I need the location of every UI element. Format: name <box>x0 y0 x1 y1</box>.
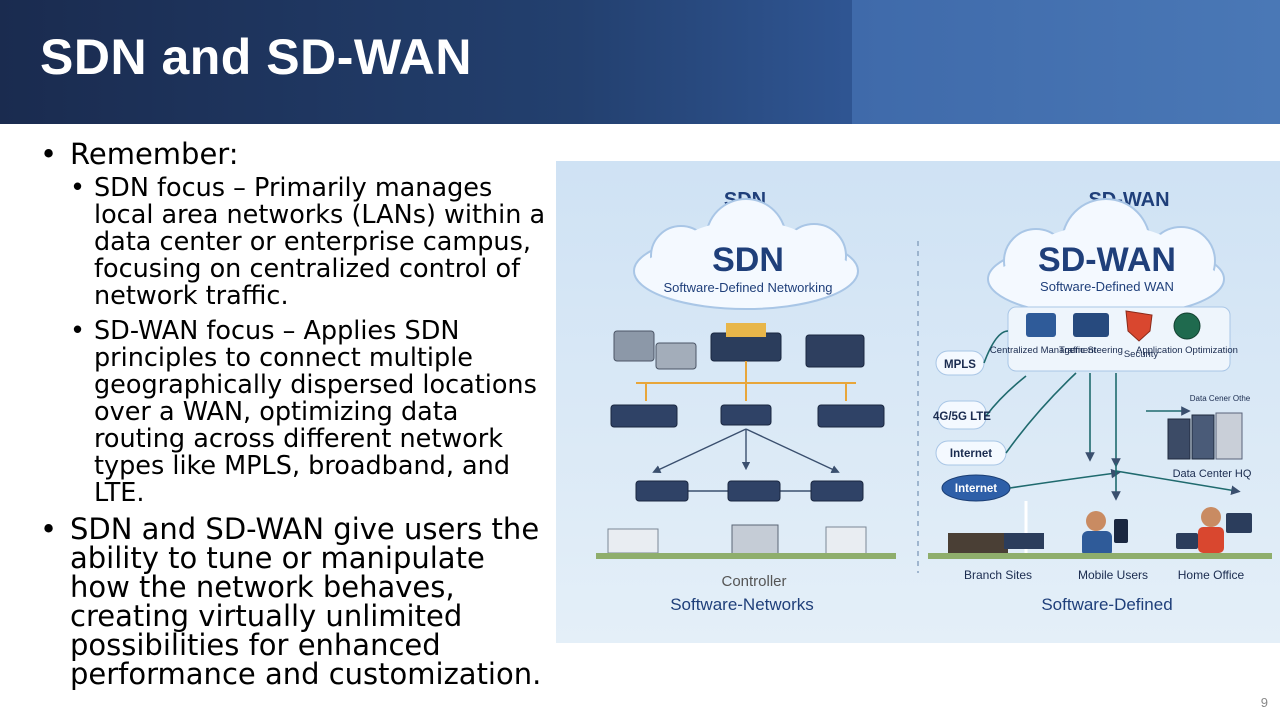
sdwan-feature-label: Centralized Management <box>990 345 1097 356</box>
sdn-campus-buildings <box>596 524 896 559</box>
centralized-management-icon <box>1026 313 1056 337</box>
sdwan-cloud-title: SD-WAN <box>1038 241 1176 279</box>
sdwan-ground <box>928 553 1272 559</box>
sdwan-link-label: Internet <box>950 448 992 460</box>
sdwan-cloud <box>987 198 1225 318</box>
sdn-cloud-title: SDN <box>712 241 784 279</box>
mobile-user-illustration <box>1082 511 1128 557</box>
bullet-summary: SDN and SD-WAN give users the ability to… <box>36 515 548 689</box>
sdn-sdwan-illustration: SDN SDN Software-Defined Networking <box>556 161 1280 643</box>
sdn-datacenter-servers <box>613 323 865 370</box>
bullet-sdn-focus: SDN focus – Primarily manages local area… <box>70 175 548 310</box>
sdwan-link-label: 4G/5G LTE <box>933 411 991 423</box>
sdwan-links <box>983 330 1241 501</box>
sdwan-feature-label: Traffic Steering <box>1059 345 1123 356</box>
sdn-switch-row <box>610 404 885 428</box>
sdn-flow-arrows <box>636 361 856 401</box>
branch-site-illustration <box>948 501 1044 553</box>
sdwan-datacenter-servers <box>1167 412 1243 460</box>
data-center-small-label: Data Cener Othe <box>1190 394 1251 403</box>
sdwan-feature-label: Security <box>1124 349 1159 360</box>
sdwan-link-label: MPLS <box>944 359 976 371</box>
application-optimization-icon <box>1173 312 1201 340</box>
home-office-illustration <box>1176 507 1252 553</box>
security-shield-icon <box>1125 310 1153 342</box>
title-bar: SDN and SD-WAN <box>0 0 1280 124</box>
sdwan-site-label: Mobile Users <box>1078 568 1148 582</box>
sdn-cloud <box>633 198 859 310</box>
traffic-steering-icon <box>1073 313 1109 337</box>
page-number: 9 <box>1260 695 1268 710</box>
sdwan-feature-label: Application Optimization <box>1136 345 1238 356</box>
bullet-sdwan-focus: SD-WAN focus – Applies SDN principles to… <box>70 318 548 507</box>
bullet-remember: Remember: SDN focus – Primarily manages … <box>36 140 548 507</box>
slide-title: SDN and SD-WAN <box>40 29 472 85</box>
sdn-footer: Software-Networks <box>670 595 814 614</box>
bullet-remember-text: Remember: <box>70 137 239 171</box>
sdwan-link-badges <box>935 350 1011 502</box>
sdwan-link-label: Internet <box>955 483 997 495</box>
sdwan-site-label: Home Office <box>1178 568 1245 582</box>
sdn-router-row <box>635 480 864 502</box>
sdn-controller-label: Controller <box>721 573 786 590</box>
title-bar-accent-panel <box>852 0 1280 124</box>
sdn-cloud-subtitle: Software-Defined Networking <box>663 280 832 295</box>
sdwan-footer: Software-Defined <box>1041 595 1172 614</box>
data-center-hq-label: Data Center HQ <box>1173 468 1252 480</box>
sdwan-cloud-subtitle: Software-Defined WAN <box>1040 279 1174 294</box>
sdwan-site-label: Branch Sites <box>964 568 1032 582</box>
bullet-content: Remember: SDN focus – Primarily manages … <box>36 140 548 689</box>
